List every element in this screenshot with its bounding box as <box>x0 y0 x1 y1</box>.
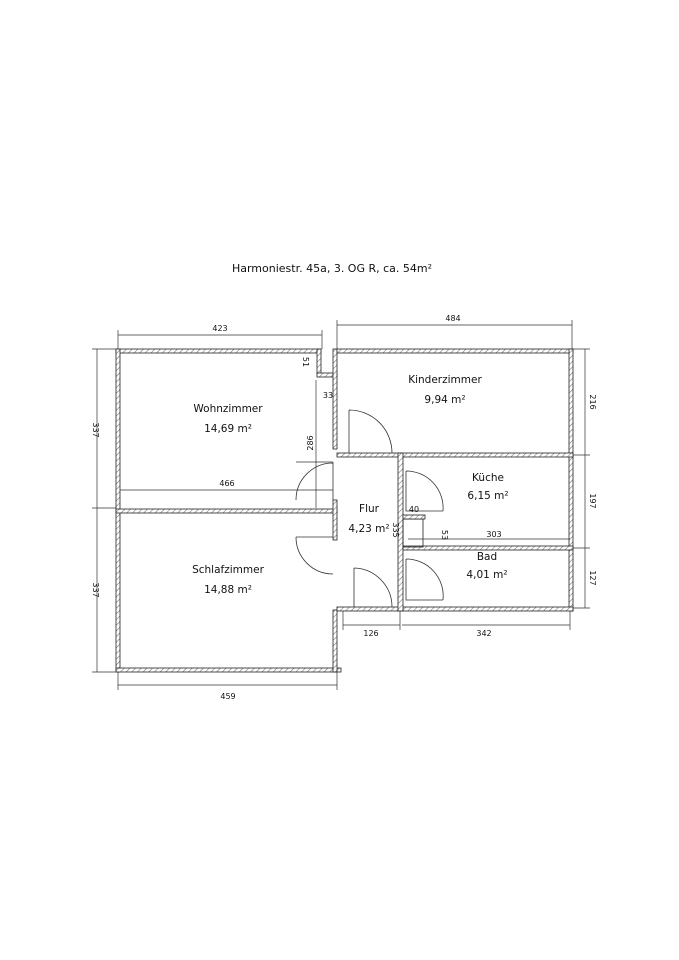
room-name-kinderzimmer: Kinderzimmer <box>408 374 482 386</box>
plan-title: Harmoniestr. 45a, 3. OG R, ca. 54m² <box>232 262 432 275</box>
room-area-kueche: 6,15 m² <box>467 490 508 502</box>
room-name-wohnzimmer: Wohnzimmer <box>193 403 263 415</box>
dim-286: 286 <box>306 435 315 450</box>
room-area-bad: 4,01 m² <box>466 569 507 581</box>
dim-bottom-left: 459 <box>220 692 235 701</box>
dim-right-bad: 127 <box>588 570 597 585</box>
room-name-flur: Flur <box>359 503 380 515</box>
dim-bottom-flur: 126 <box>363 629 378 638</box>
walls <box>115 348 574 673</box>
dim-left-lower: 337 <box>91 582 100 597</box>
door-flur <box>353 567 393 608</box>
room-name-bad: Bad <box>477 551 497 563</box>
door-bad <box>405 558 444 601</box>
dim-33: 33 <box>323 391 333 400</box>
dim-51: 51 <box>301 357 310 367</box>
door-kueche <box>405 470 444 512</box>
room-name-kueche: Küche <box>472 472 504 484</box>
doors <box>295 409 444 608</box>
door-schlafzimmer <box>295 536 334 575</box>
room-area-kinderzimmer: 9,94 m² <box>424 394 465 406</box>
dimension-lines <box>92 320 590 690</box>
dim-left-upper: 337 <box>91 422 100 437</box>
room-name-schlafzimmer: Schlafzimmer <box>192 564 264 576</box>
dim-303: 303 <box>486 530 501 539</box>
dim-right-kinder: 216 <box>588 394 597 409</box>
dim-bottom-bad: 342 <box>476 629 491 638</box>
room-area-schlafzimmer: 14,88 m² <box>204 584 252 596</box>
dim-466: 466 <box>219 479 234 488</box>
room-area-wohnzimmer: 14,69 m² <box>204 423 252 435</box>
dim-top-right: 484 <box>445 314 460 323</box>
dim-top-left: 423 <box>212 324 227 333</box>
dim-right-kueche: 197 <box>588 493 597 508</box>
room-area-flur: 4,23 m² <box>348 523 389 535</box>
dim-53: 53 <box>440 530 449 540</box>
dim-40: 40 <box>409 505 419 514</box>
door-kinderzimmer <box>348 409 393 454</box>
dim-335: 335 <box>391 522 400 537</box>
door-wohnzimmer <box>295 461 334 501</box>
